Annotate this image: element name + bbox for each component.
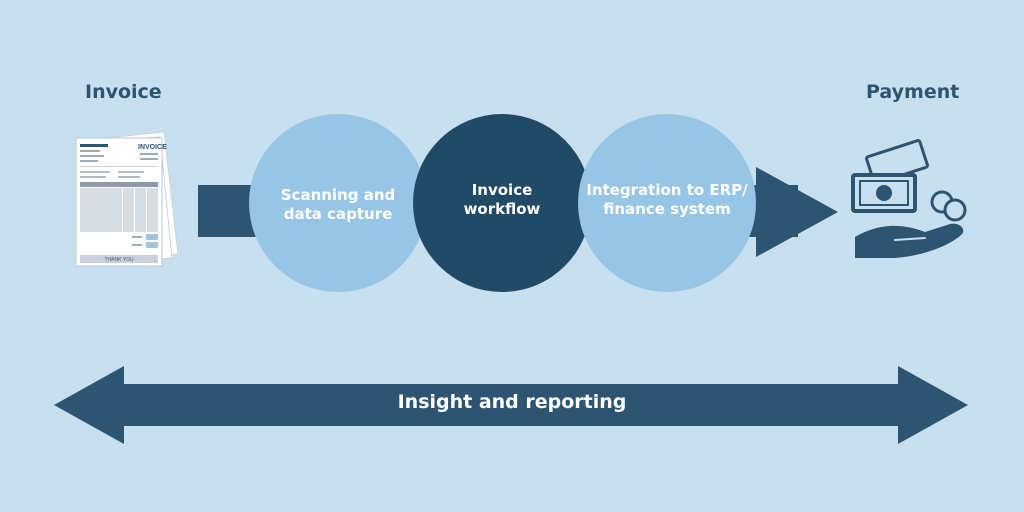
invoice-document-heading: INVOICE (138, 144, 167, 151)
invoice-document-icon: INVOICE THANK YOU (75, 131, 179, 267)
step-circle-scanning (249, 114, 427, 292)
step-label-integration: Integration to ERP/ finance system (585, 181, 749, 219)
hand-with-money-icon (851, 139, 967, 258)
step-label-line: Scanning and (280, 186, 396, 204)
step-label-line: Invoice (471, 181, 533, 199)
insight-reporting-label: Insight and reporting (397, 391, 627, 413)
step-label-line: data capture (283, 205, 393, 223)
invoice-label: Invoice (85, 81, 162, 103)
step-circle-integration (578, 114, 756, 292)
invoice-document-footer: THANK YOU (104, 257, 133, 263)
step-label-line: Integration to ERP/ (586, 181, 748, 199)
insight-double-arrow (54, 366, 968, 444)
step-label-workflow: Invoice workflow (420, 181, 584, 219)
step-label-line: finance system (603, 200, 731, 218)
step-label-line: workflow (463, 200, 541, 218)
step-label-scanning: Scanning and data capture (256, 186, 420, 224)
step-circle-workflow (413, 114, 591, 292)
payment-label: Payment (866, 81, 960, 103)
